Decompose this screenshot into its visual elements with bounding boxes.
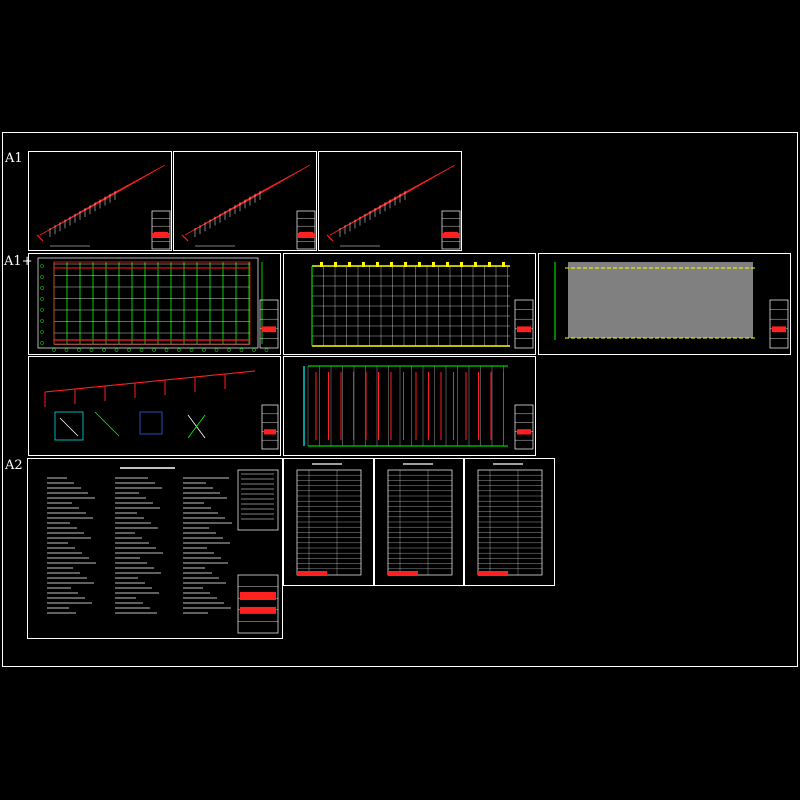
sheet-iso-1[interactable] <box>28 151 172 251</box>
iso-2-small-detail <box>181 234 189 242</box>
detail-node-2-line <box>94 411 120 437</box>
detail-top-chord <box>44 370 256 393</box>
plan-green-axis-bubble <box>102 348 106 352</box>
plan-green-axis-bubble <box>40 286 44 290</box>
iso-1-title-stamp <box>152 233 170 238</box>
plan-green-axis-bubble <box>139 348 144 352</box>
plan-gray-title-block <box>769 299 789 349</box>
notes-title-block <box>237 574 279 634</box>
plan-green-axis-bubble <box>177 348 181 352</box>
plan-green-axis-bubble <box>252 348 256 352</box>
iso-1-title-block <box>151 210 171 250</box>
sheet-plan-yellow[interactable] <box>283 253 536 355</box>
plan-gray-roof <box>568 262 753 338</box>
plan-green-axis-bubble <box>77 348 81 352</box>
sheet-plan-red[interactable] <box>283 356 536 456</box>
iso-2-title-stamp <box>297 233 315 238</box>
plan-yellow-brace <box>488 262 491 267</box>
plan-green-axis-bubble <box>40 297 44 301</box>
plan-yellow-brace <box>502 262 505 267</box>
table-1-red-stamp <box>297 571 327 576</box>
plan-green-axis-bubble <box>64 348 69 352</box>
plan-yellow-title-red <box>517 326 531 333</box>
plan-green-axis-bubble <box>40 308 44 312</box>
plan-green-axis-bubble <box>189 348 194 352</box>
detail-node-1 <box>54 411 84 441</box>
plan-yellow-title-block <box>514 299 534 349</box>
plan-green-axis-bubble <box>264 348 269 352</box>
plan-yellow-brace <box>418 262 421 267</box>
plan-yellow-brace <box>390 262 393 267</box>
iso-3-small-detail <box>326 234 334 242</box>
plan-green-axis-bubble <box>152 348 156 352</box>
plan-green-axis-bubble <box>164 348 169 352</box>
plan-green-axis-bubble <box>89 348 94 352</box>
iso-3-title-stamp <box>442 233 460 238</box>
sheet-plan-gray[interactable] <box>538 253 791 355</box>
plan-green-title-red <box>262 326 276 333</box>
iso-3-title-block <box>441 210 461 250</box>
sheet-iso-2[interactable] <box>173 151 317 251</box>
plan-yellow-brace <box>432 262 435 267</box>
plan-yellow-brace <box>474 262 477 267</box>
iso-2-purlin <box>239 164 311 206</box>
plan-green-axis-bubble <box>114 348 119 352</box>
plan-green-axis-bubble <box>40 330 44 334</box>
sheet-general-notes[interactable] <box>27 458 283 639</box>
plan-red-title-block <box>514 404 534 450</box>
detail-node-1-x <box>59 417 79 437</box>
notes-red-stamp <box>240 592 276 600</box>
plan-yellow-brace <box>334 262 337 267</box>
iso-1-small-detail <box>36 234 44 242</box>
plan-red-title-red <box>517 429 531 435</box>
plan-green-border <box>37 257 259 349</box>
plan-green-axis-bubble <box>214 348 219 352</box>
plan-green-outline <box>53 261 251 345</box>
plan-green-axis-bubble <box>202 348 206 352</box>
sheet-detail[interactable] <box>28 356 281 456</box>
sheet-plan-green[interactable] <box>28 253 281 355</box>
sheet-table-3[interactable] <box>464 458 555 586</box>
sheet-table-1[interactable] <box>283 458 374 586</box>
plan-green-axis-bubble <box>239 348 244 352</box>
table-3-grid <box>477 469 543 576</box>
plan-yellow-brace <box>376 262 379 267</box>
iso-2-title-block <box>296 210 316 250</box>
plan-yellow-brace <box>446 262 449 267</box>
plan-yellow-brace <box>460 262 463 267</box>
detail-node-3 <box>139 411 163 435</box>
plan-yellow-brace <box>320 262 323 267</box>
plan-gray-title-red <box>772 326 786 333</box>
plan-yellow-brace <box>348 262 351 267</box>
plan-yellow-brace <box>404 262 407 267</box>
notes-title-red <box>240 606 276 614</box>
table-3-red-stamp <box>478 571 508 576</box>
table-2-grid <box>387 469 453 576</box>
detail-title-block <box>261 404 279 450</box>
iso-3-purlin <box>384 164 456 206</box>
plan-green-axis-bubble <box>40 275 44 279</box>
plan-green-axis-bubble <box>40 319 44 323</box>
plan-green-axis-bubble <box>127 348 131 352</box>
detail-node-4b <box>187 414 206 439</box>
outer-frame <box>2 132 798 667</box>
table-1-grid <box>296 469 362 576</box>
plan-green-axis-bubble <box>227 348 231 352</box>
plan-green-axis-bubble <box>52 348 56 352</box>
sheet-iso-3[interactable] <box>318 151 462 251</box>
plan-yellow-brace <box>362 262 365 267</box>
sheet-table-2[interactable] <box>374 458 464 586</box>
plan-green-axis-bubble <box>40 341 44 345</box>
size-label-a2: A2 <box>5 458 23 473</box>
plan-green-axis-bubble <box>40 264 44 268</box>
size-label-a1-plus: A1+ <box>4 254 33 269</box>
detail-title-red <box>264 429 276 435</box>
iso-1-purlin <box>94 164 166 206</box>
notes-legend-box <box>237 469 279 531</box>
size-label-a1: A1 <box>5 151 23 166</box>
table-2-red-stamp <box>388 571 418 576</box>
plan-green-title-block <box>259 299 279 349</box>
